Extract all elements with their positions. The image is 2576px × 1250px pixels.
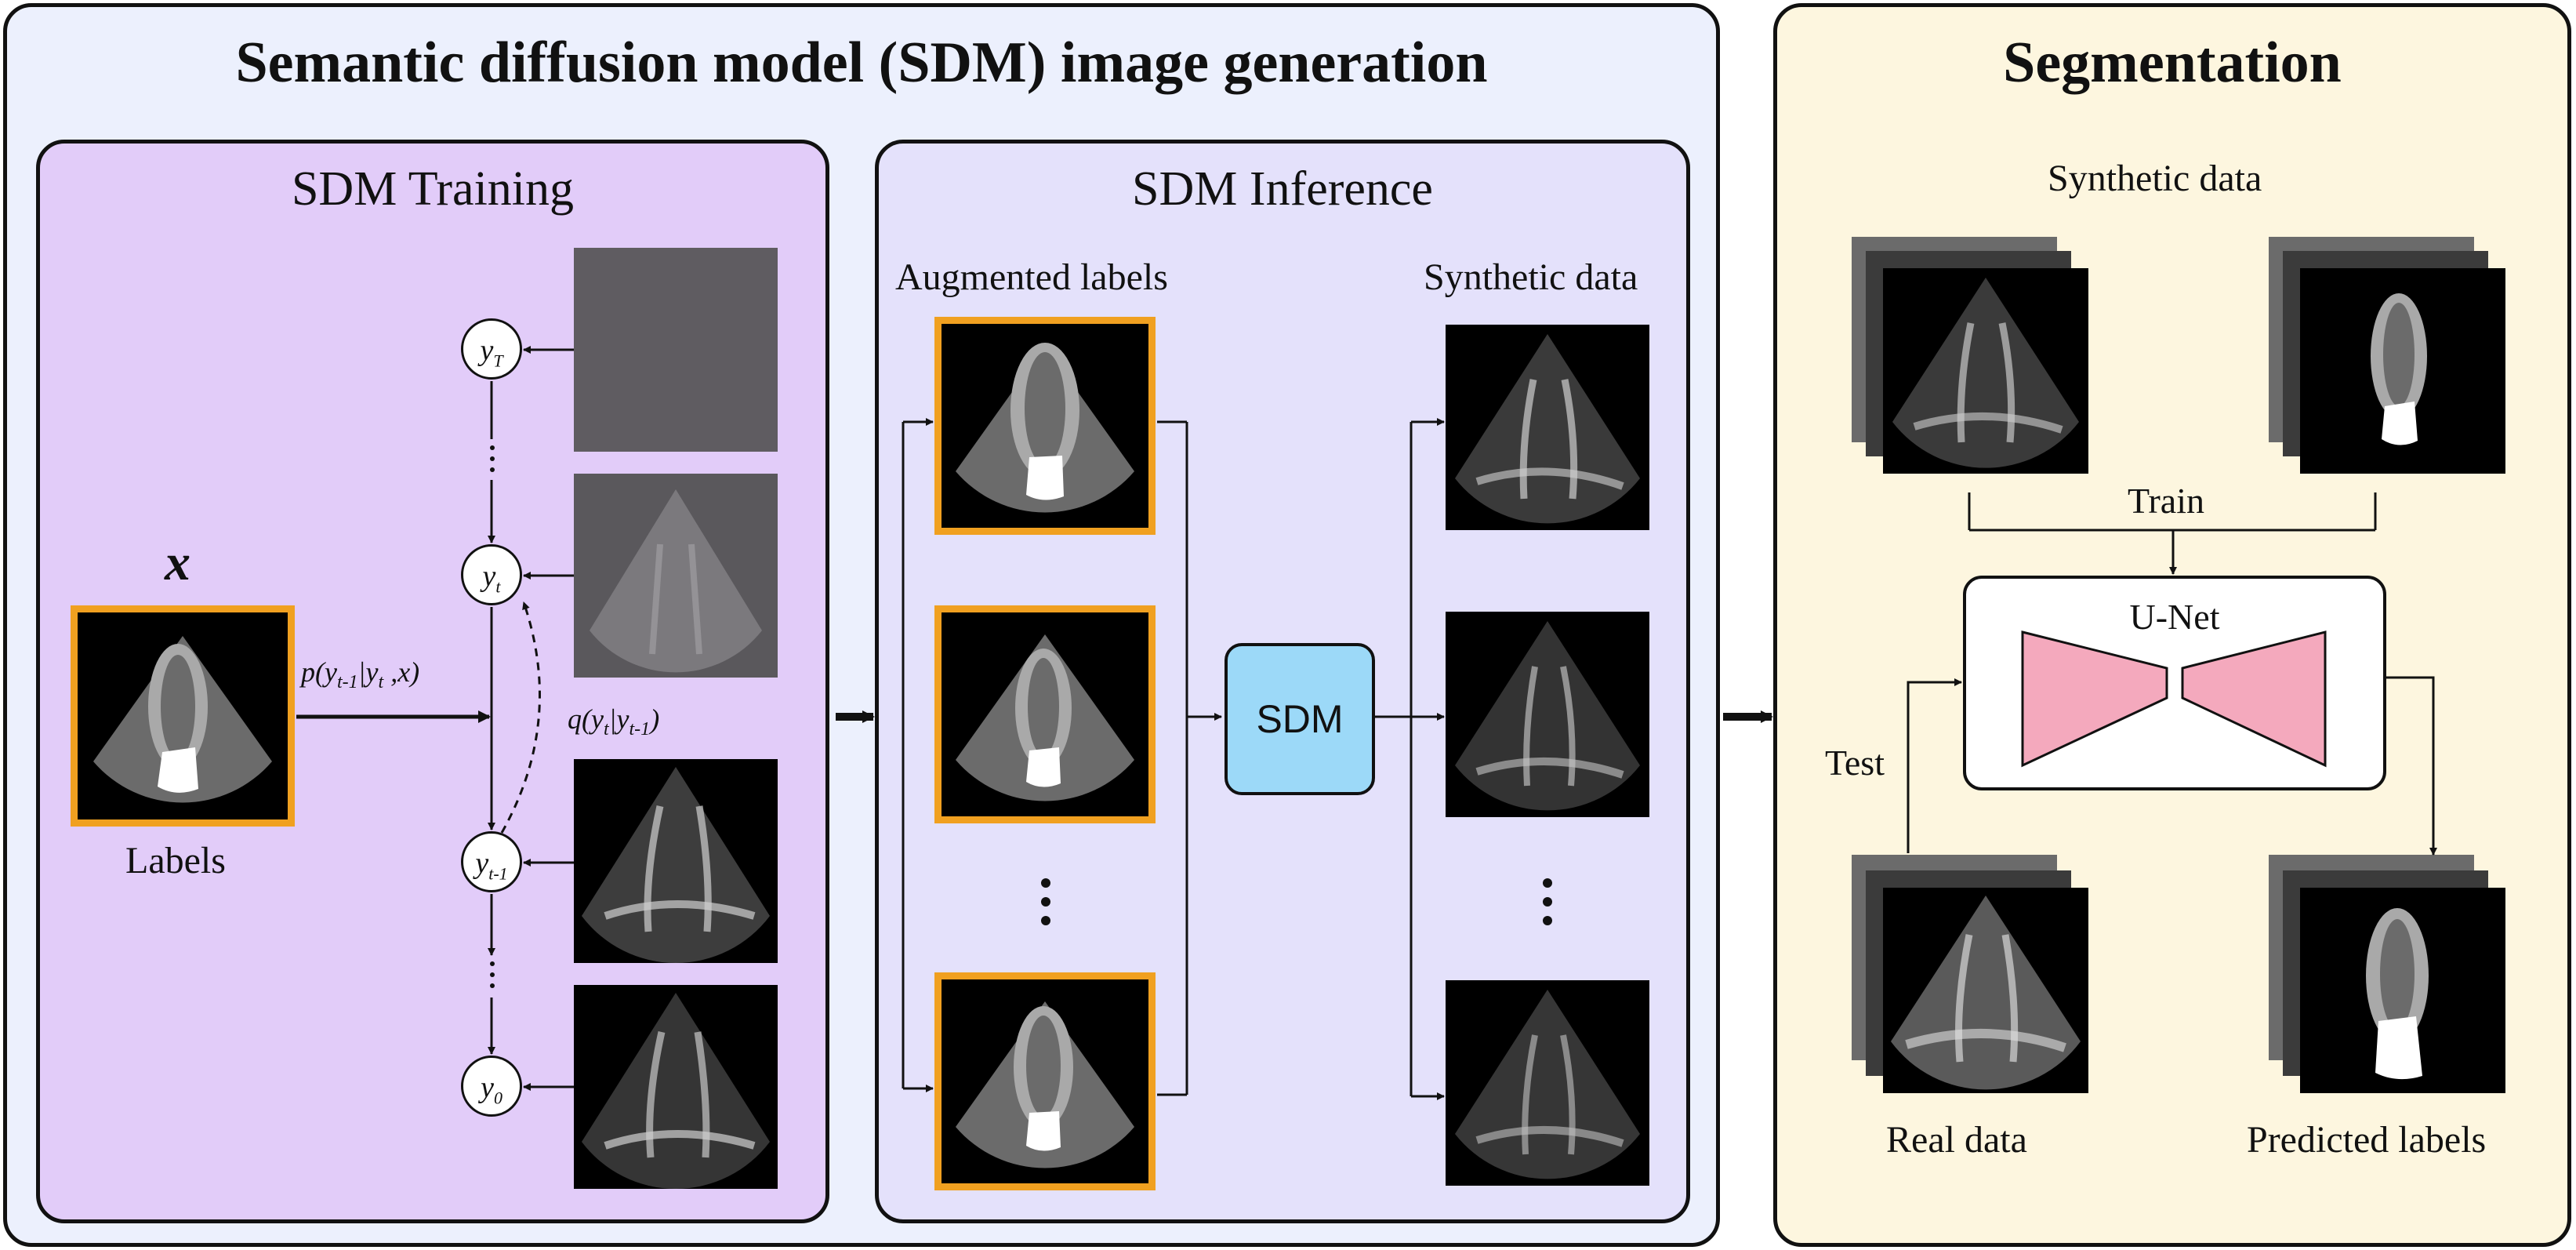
- augmented-label-1: [934, 317, 1156, 535]
- synthetic-image-2: [1446, 612, 1649, 817]
- real-data-caption: Real data: [1886, 1119, 2027, 1161]
- labels-caption: Labels: [125, 840, 226, 881]
- augmented-label-3: [934, 972, 1156, 1190]
- vdots-upper: [488, 445, 499, 481]
- node-y-T: yT: [461, 318, 522, 380]
- node-y-T-sub: T: [493, 351, 503, 371]
- synthetic-image-3: [1446, 980, 1649, 1186]
- noisy-image-yt: [574, 474, 778, 678]
- augmented-label-2: [934, 605, 1156, 823]
- echo-image-y0: [574, 985, 778, 1189]
- forward-process-label: q(yt|yt-1): [568, 703, 660, 740]
- vdots-lower: [488, 961, 499, 997]
- noise-image-yT: [574, 248, 778, 452]
- input-label-image: [71, 605, 295, 827]
- node-y-t-1-base: y: [475, 847, 489, 880]
- node-y-t: yt: [461, 544, 522, 605]
- unet-encoder-wing: [2021, 630, 2168, 768]
- augmented-labels-header: Augmented labels: [895, 256, 1168, 298]
- seg-predicted-front: [2300, 888, 2505, 1093]
- test-arrow: [1907, 678, 1962, 853]
- segmentation-synthetic-data-header: Synthetic data: [2048, 158, 2262, 199]
- forward-process-prefix: q(y: [568, 703, 604, 735]
- seg-synthetic-label-front: [2300, 268, 2505, 474]
- node-y-0-base: y: [481, 1071, 494, 1104]
- inference-synthetic-data-header: Synthetic data: [1424, 256, 1638, 298]
- output-arrow: [2386, 676, 2437, 856]
- augmented-labels-ellipsis: [1041, 878, 1052, 935]
- sdm-block: SDM: [1225, 643, 1375, 795]
- sdm-training-title: SDM Training: [291, 162, 575, 216]
- reverse-process-label: p(yt-1|yt ,x): [301, 656, 420, 693]
- echo-image-yt-1: [574, 759, 778, 963]
- segmentation-title: Segmentation: [2003, 31, 2342, 95]
- test-label: Test: [1825, 743, 1885, 783]
- node-y-t-1: yt-1: [461, 831, 522, 892]
- seg-real-echo-front: [1883, 888, 2088, 1093]
- train-label: Train: [2128, 481, 2204, 521]
- reverse-process-prefix: p(y: [301, 656, 337, 688]
- node-y-t-1-sub: t-1: [488, 863, 508, 884]
- synthetic-images-ellipsis: [1543, 878, 1554, 935]
- node-y-t-sub: t: [495, 576, 501, 597]
- node-y-t-base: y: [482, 560, 496, 593]
- synthetic-image-1: [1446, 325, 1649, 530]
- seg-synthetic-echo-front: [1883, 268, 2088, 474]
- unet-decoder-wing: [2181, 630, 2327, 768]
- sdm-inference-title: SDM Inference: [1132, 162, 1433, 216]
- node-y-T-base: y: [480, 334, 494, 367]
- predicted-labels-caption: Predicted labels: [2247, 1119, 2487, 1161]
- x-symbol: x: [165, 534, 190, 591]
- unet-label: U-Net: [2129, 597, 2220, 637]
- sdm-block-label: SDM: [1256, 697, 1344, 741]
- sdm-generation-title: Semantic diffusion model (SDM) image gen…: [235, 31, 1488, 95]
- node-y-0: y0: [461, 1056, 522, 1117]
- node-y-0-sub: 0: [493, 1088, 503, 1108]
- dashed-forward-arrow: [500, 601, 541, 834]
